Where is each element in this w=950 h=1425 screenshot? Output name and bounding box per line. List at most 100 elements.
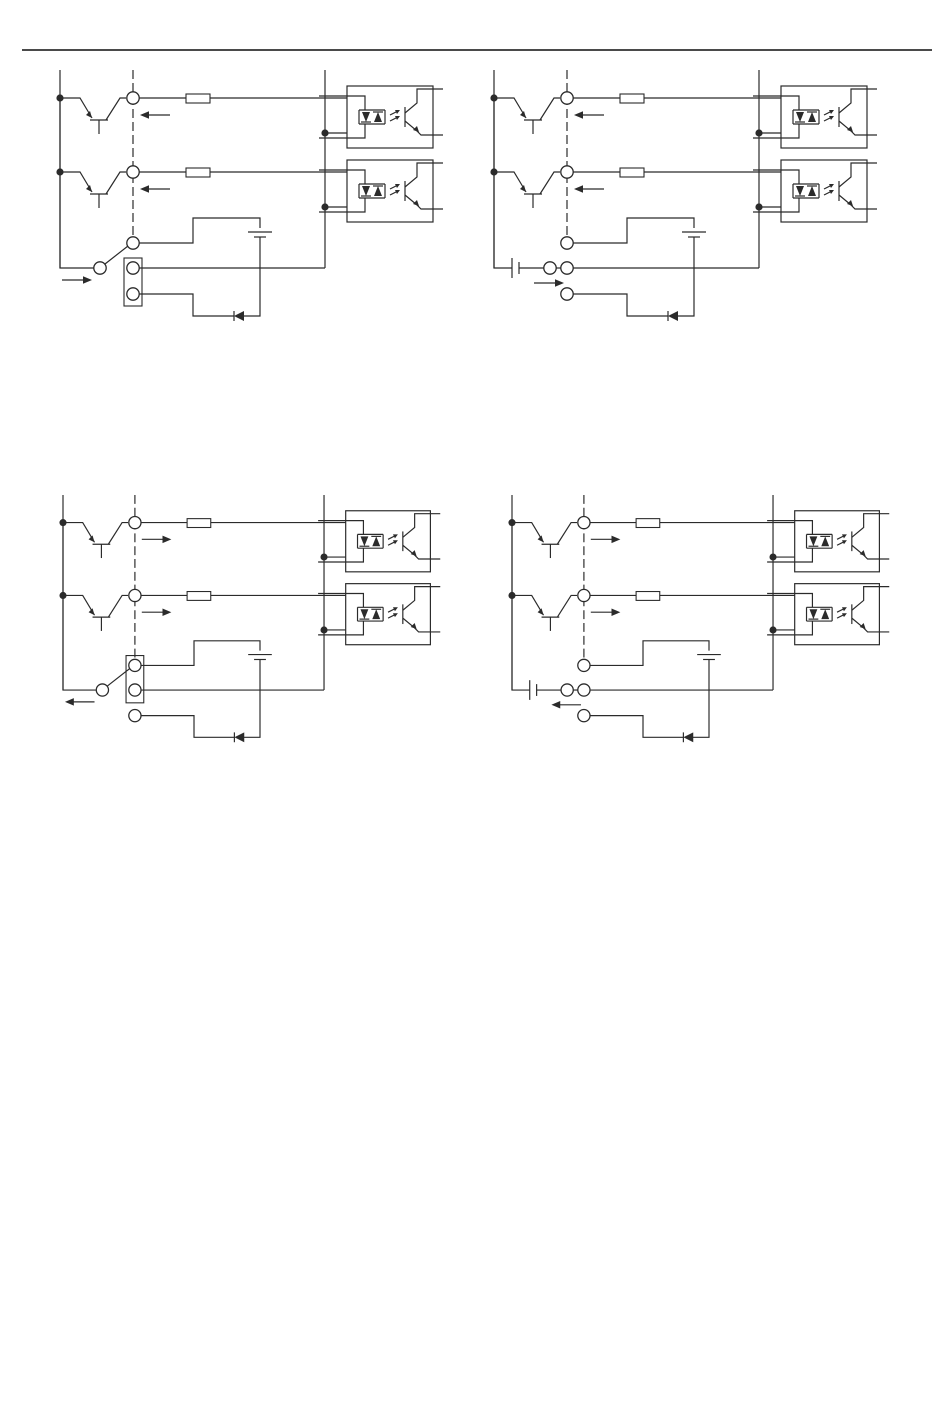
transistor [60,98,126,134]
terminal [129,589,141,601]
diagram-top-left [56,70,443,321]
transistor [512,523,577,558]
led-diode-down [796,112,804,122]
terminal [578,516,590,528]
led-diode-up [821,609,829,619]
optocoupler [753,160,877,222]
phototransistor-collector [852,587,889,611]
optocoupler [319,160,443,222]
supply-wire [590,716,684,738]
phototransistor-collector [839,163,877,187]
transistor [494,172,560,208]
collector-lead [106,172,126,194]
led-diode-up [821,536,829,546]
terminal [127,237,139,249]
resistor [636,519,660,528]
terminal [129,684,141,696]
diode [668,311,678,321]
collector-lead [557,595,577,617]
optocoupler-box [795,584,880,645]
led-diode-down [360,536,368,546]
transistor [63,595,128,630]
terminal [561,237,573,249]
phototransistor-emitter [852,618,889,632]
resistor [187,519,211,528]
optocoupler [319,86,443,148]
collector-lead [106,98,126,120]
diode [234,732,244,742]
diode [683,732,693,742]
optocoupler-box [795,511,880,572]
terminal [127,166,139,178]
emitter-arrow [538,608,544,615]
diode [234,311,244,321]
transistor [63,523,128,558]
transistor [494,98,560,134]
collector-lead [557,523,577,545]
collector-lead [108,595,128,617]
external-wire [512,523,530,690]
emitter-arrow [86,185,92,192]
terminal [561,262,573,274]
terminal [561,92,573,104]
phototransistor-emitter [839,195,877,209]
current-arrow [140,111,149,119]
terminal [94,262,106,274]
collector-lead [540,172,560,194]
current-arrow [611,536,620,543]
collector-lead [108,523,128,545]
supply-wire [141,641,260,666]
led-diode-down [362,112,370,122]
external-arrow [555,279,564,287]
optocoupler [318,584,440,645]
optocoupler [318,511,440,572]
switch-wire [63,523,96,690]
optocoupler-box [346,511,431,572]
supply-wire [691,659,709,737]
optocoupler-box [346,584,431,645]
supply-wire [139,218,260,243]
current-arrow [162,536,171,543]
phototransistor-collector [852,514,889,538]
terminal [96,684,108,696]
supply-wire [590,641,709,666]
terminal [561,166,573,178]
supply-wire [242,659,260,737]
led-diode-down [809,536,817,546]
optocoupler-box [347,160,433,222]
led-diode-down [796,186,804,196]
terminal [129,659,141,671]
phototransistor-emitter [403,545,440,559]
phototransistor-emitter [852,545,889,559]
optocoupler [753,86,877,148]
supply-wire [242,237,260,316]
resistor [186,94,210,103]
phototransistor-emitter [403,618,440,632]
terminal [578,659,590,671]
resistor [620,94,644,103]
supply-wire [141,716,235,738]
terminal [129,516,141,528]
resistor [636,592,660,601]
current-arrow [140,185,149,193]
phototransistor-collector [405,89,443,113]
terminal [544,262,556,274]
terminal [578,710,590,722]
current-arrow [574,111,583,119]
switch-blade [105,246,128,264]
phototransistor-emitter [405,121,443,135]
transistor [512,595,577,630]
terminal [578,684,590,696]
phototransistor-collector [839,89,877,113]
terminal [578,589,590,601]
supply-wire [573,218,694,243]
switch-wire [60,98,94,268]
phototransistor-emitter [405,195,443,209]
led-diode-up [372,609,380,619]
resistor [186,168,210,177]
emitter-arrow [89,535,95,542]
current-arrow [162,608,171,615]
optocoupler-box [781,86,867,148]
